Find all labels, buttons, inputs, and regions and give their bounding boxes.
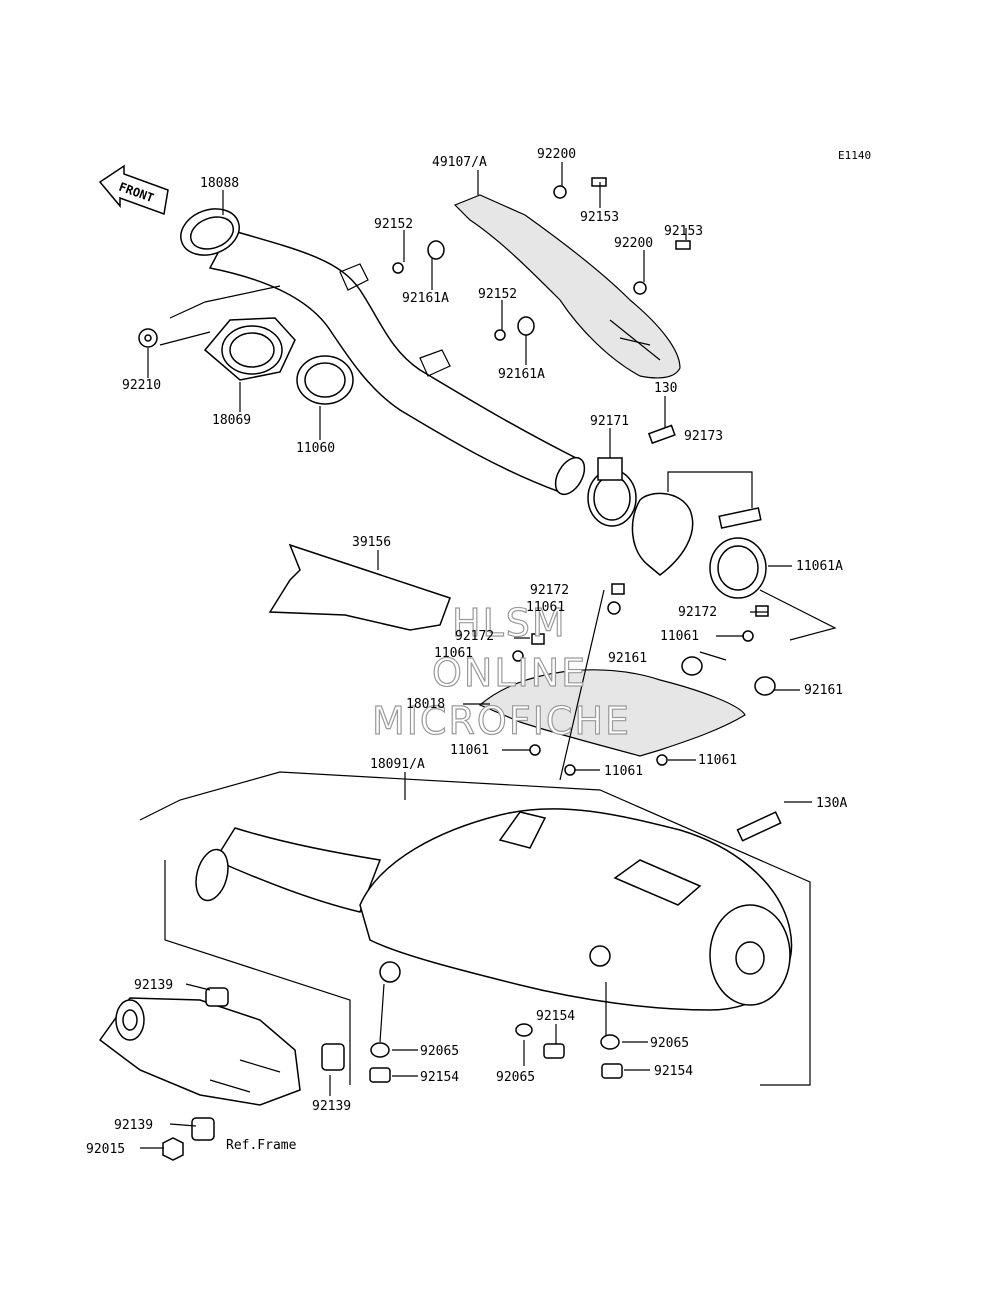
grommet-92161a-b (517, 316, 535, 336)
part-label: 11061 (434, 646, 473, 661)
washer-92200-a (553, 185, 567, 199)
gasket-11061a (709, 537, 767, 599)
part-label: 92015 (86, 1142, 125, 1157)
part-label: 92139 (312, 1099, 351, 1114)
part-label: 92172 (530, 583, 569, 598)
part-label: 92152 (374, 217, 413, 232)
nut-92015 (162, 1137, 184, 1161)
part-label: 92161A (498, 367, 545, 382)
part-label: 130A (816, 796, 847, 811)
part-label: 18018 (406, 697, 445, 712)
gasket-92065-a (370, 1042, 390, 1058)
part-label: 11060 (296, 441, 335, 456)
diagram-code: E1140 (838, 149, 871, 162)
part-label: 92200 (614, 236, 653, 251)
leader-lines (140, 162, 812, 1149)
plug-92154-a (369, 1067, 391, 1083)
muffler (195, 808, 793, 1011)
part-label: 11061 (660, 629, 699, 644)
bolt-130a (736, 811, 782, 842)
part-label: 11061 (604, 764, 643, 779)
part-label: 11061 (450, 743, 489, 758)
watermark-line-1: HLSM (452, 601, 567, 645)
bolt-92153-a (591, 177, 607, 187)
part-label: 92210 (122, 378, 161, 393)
gasket-92065-b (515, 1023, 533, 1037)
part-label: 11061 (526, 600, 565, 615)
bushing-92139-a (205, 987, 229, 1007)
grommet-92161a-a (427, 240, 445, 260)
part-label: 92172 (455, 629, 494, 644)
part-label: 130 (654, 381, 677, 396)
watermark-line-3: MICROFICHE (372, 699, 631, 743)
exhaust-gasket (296, 355, 354, 405)
washer-92210 (138, 328, 158, 348)
part-label: 92200 (537, 147, 576, 162)
heat-shield-lower (478, 656, 776, 757)
heat-insulator-39156 (268, 543, 451, 631)
washer-92200-b (633, 281, 647, 295)
part-label: 92065 (420, 1044, 459, 1059)
bushing-92139-b (321, 1043, 345, 1071)
part-label: 92154 (654, 1064, 693, 1079)
part-label: 92139 (114, 1118, 153, 1133)
header-pipe (180, 208, 586, 496)
frame-bracket (98, 997, 301, 1106)
part-label: 49107/A (432, 155, 487, 170)
part-label: 92065 (650, 1036, 689, 1051)
clamp-92173 (631, 492, 762, 576)
nut-92152-a (392, 262, 404, 274)
bolt-92153-b (675, 240, 691, 250)
part-label: 18088 (200, 176, 239, 191)
part-label: 92152 (478, 287, 517, 302)
part-label: 92153 (664, 224, 703, 239)
part-label: 92153 (580, 210, 619, 225)
part-label: 39156 (352, 535, 391, 550)
part-label: 92171 (590, 414, 629, 429)
heat-shield-upper (453, 194, 681, 379)
part-label: 92172 (678, 605, 717, 620)
part-label: 92154 (420, 1070, 459, 1085)
bushing-92139-c (191, 1117, 215, 1141)
plug-92154-c (601, 1063, 623, 1079)
front-arrow-icon: FRONT (98, 164, 169, 216)
part-label: 18069 (212, 413, 251, 428)
clamp-92171 (587, 457, 637, 527)
part-label: 92161 (608, 651, 647, 666)
part-label: 11061 (698, 753, 737, 768)
part-label: 92154 (536, 1009, 575, 1024)
part-label: 18091/A (370, 757, 425, 772)
bolt-130 (647, 424, 676, 445)
plug-92154-b (543, 1043, 565, 1059)
nut-92152-b (494, 329, 506, 341)
ref-frame-label: Ref.Frame (226, 1138, 297, 1153)
watermark-line-2: ONLINE (432, 651, 587, 695)
part-label: 92173 (684, 429, 723, 444)
part-label: 92139 (134, 978, 173, 993)
part-label: 92065 (496, 1070, 535, 1085)
gasket-92065-c (600, 1034, 620, 1050)
part-label: 92161 (804, 683, 843, 698)
part-label: 11061A (796, 559, 843, 574)
part-label: 92161A (402, 291, 449, 306)
exhaust-flange (203, 317, 296, 381)
